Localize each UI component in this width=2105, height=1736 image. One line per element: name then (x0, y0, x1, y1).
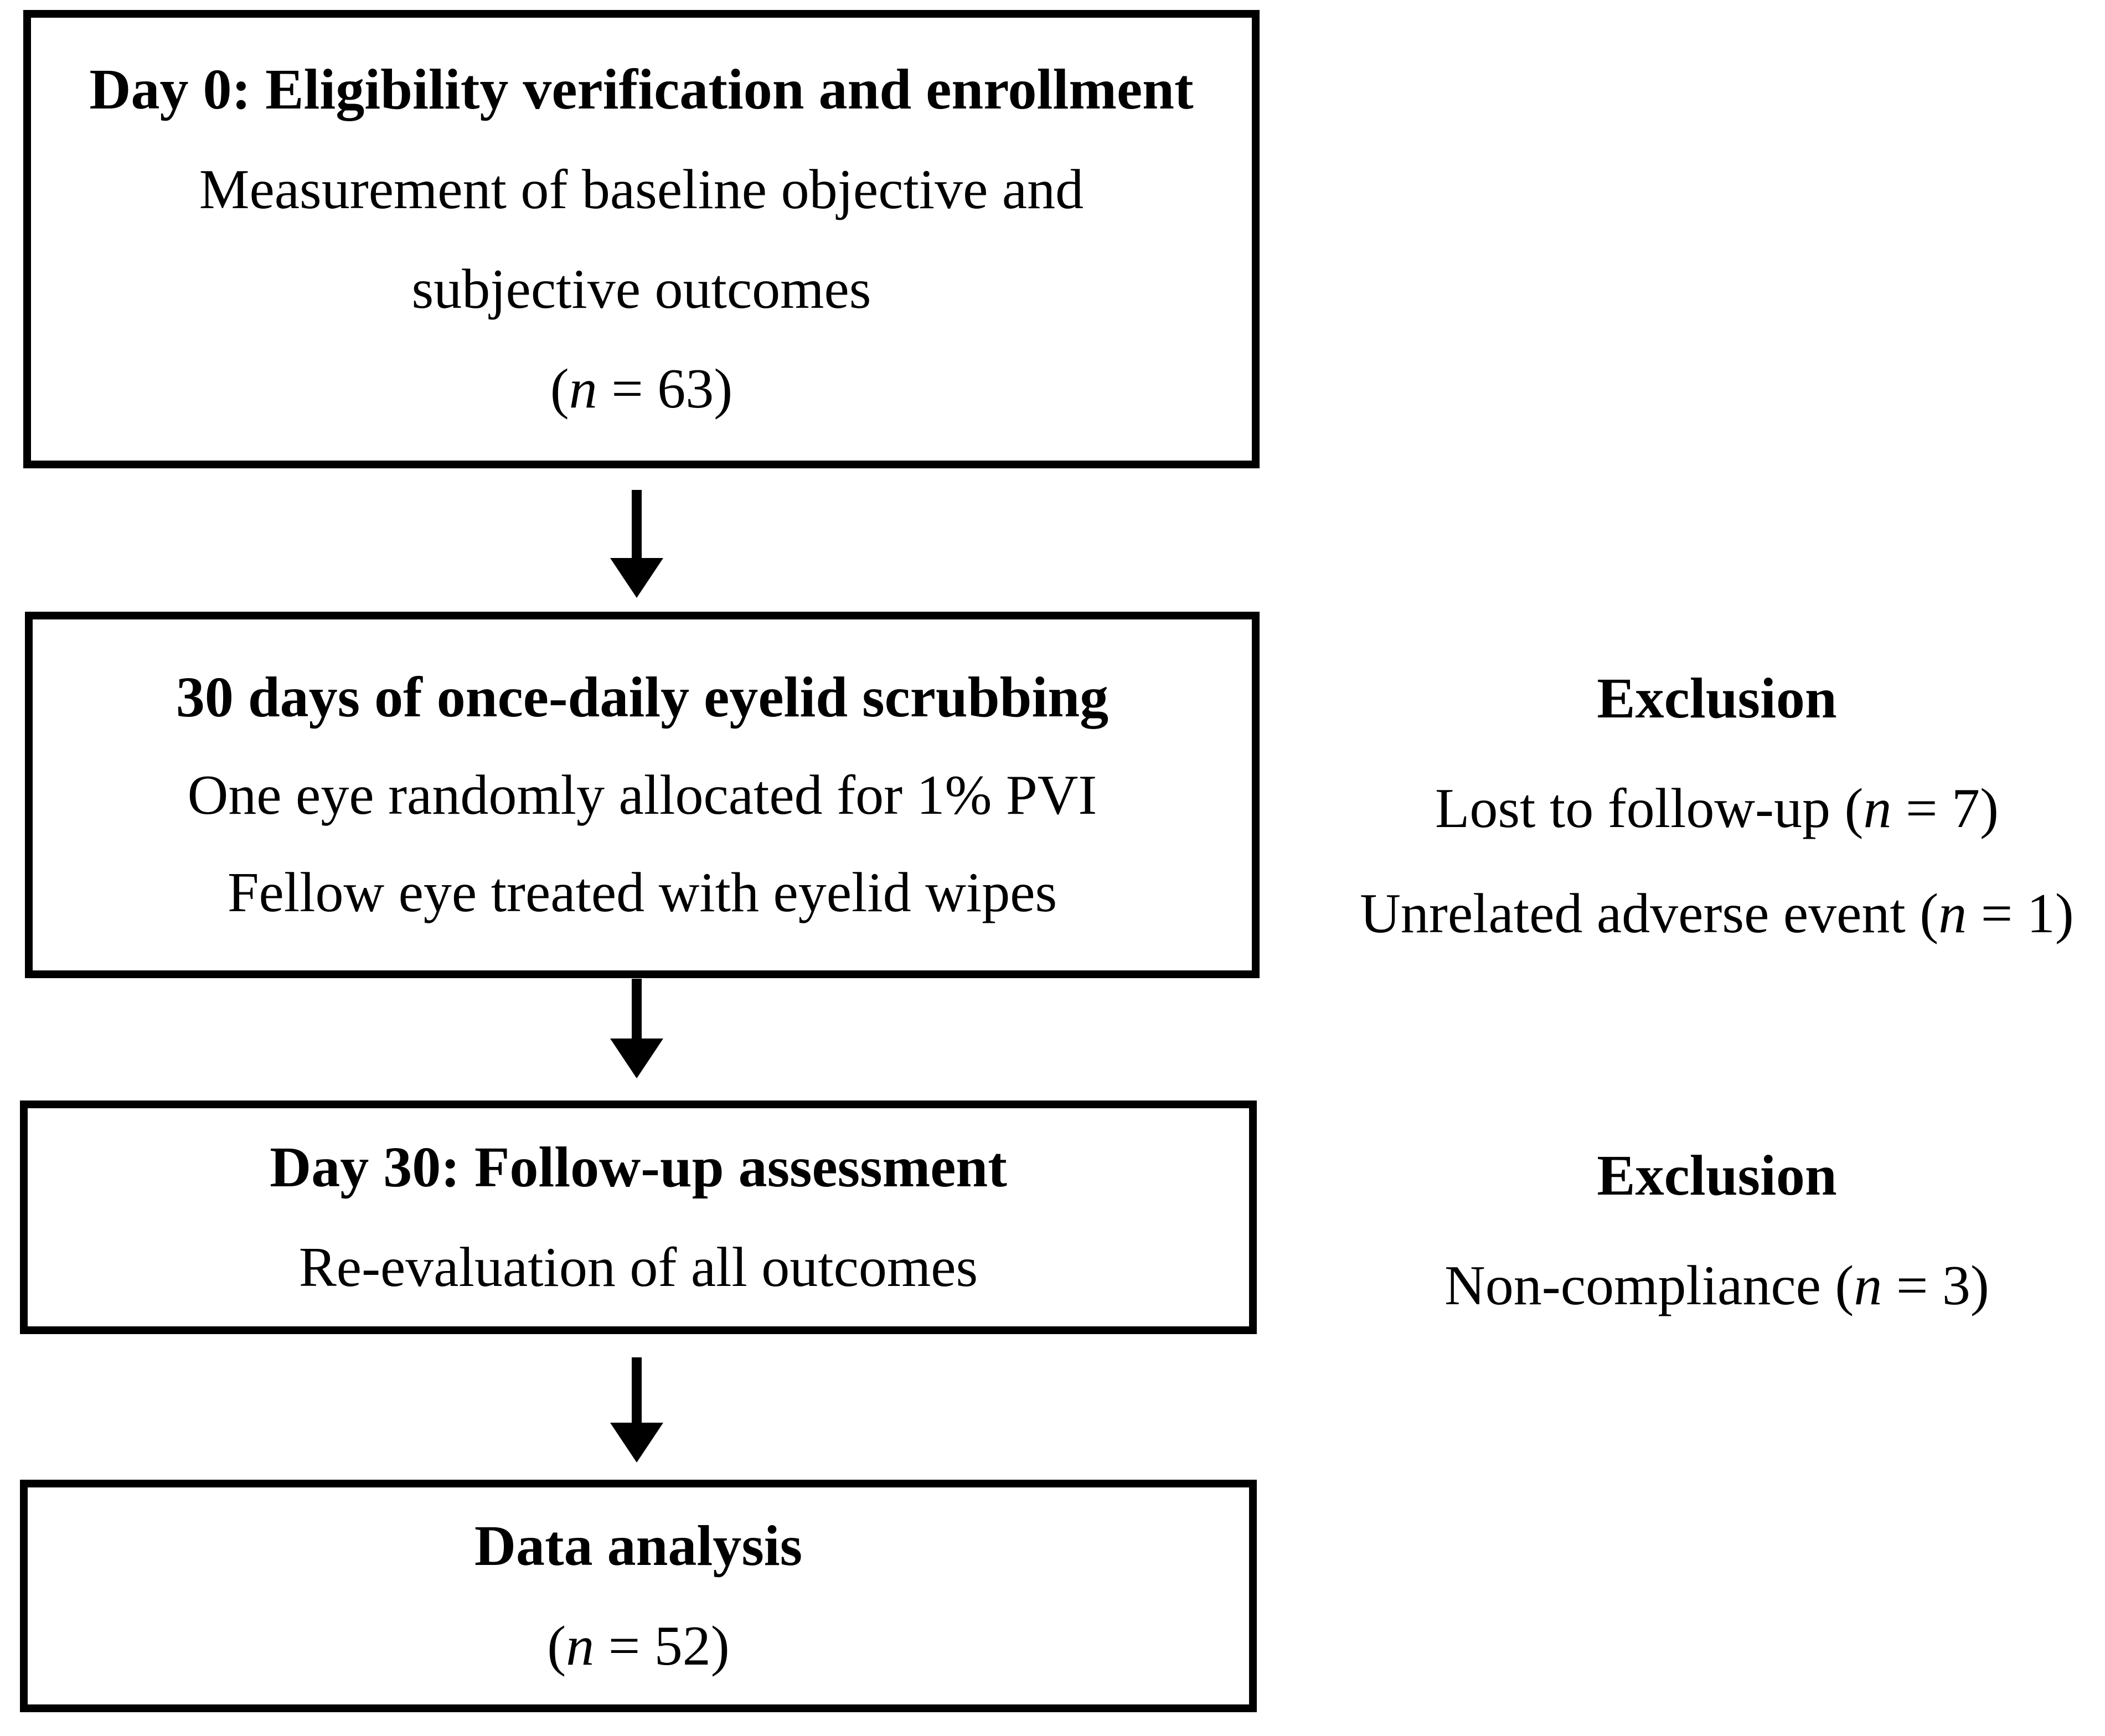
analysis-count-n-symbol: n (566, 1615, 595, 1677)
enrollment-count-n-symbol: n (569, 358, 597, 420)
exclusion-first-reason-2-n-symbol: n (1938, 882, 1967, 945)
flow-box-intervention: 30 days of once-daily eyelid scrubbing O… (25, 612, 1260, 978)
exclusion-second-reason-1-label: Non-compliance ( (1444, 1254, 1854, 1317)
exclusion-second-title: Exclusion (1597, 1144, 1837, 1207)
arrow-2-head (610, 1038, 663, 1078)
exclusion-second-reason-1-count: = 3) (1882, 1254, 1989, 1317)
intervention-line-3: Fellow eye treated with eyelid wipes (227, 861, 1057, 924)
analysis-count-open: ( (547, 1615, 566, 1677)
enrollment-count-open: ( (550, 358, 569, 420)
enrollment-title: Day 0: Eligibility verification and enro… (89, 58, 1194, 121)
exclusion-second-reason-1: Non-compliance (n = 3) (1329, 1258, 2105, 1314)
exclusion-first-reason-1-n-symbol: n (1863, 777, 1892, 840)
flow-box-analysis: Data analysis (n = 52) (20, 1480, 1257, 1712)
analysis-count: (n = 52) (44, 1618, 1232, 1675)
intervention-title: 30 days of once-daily eyelid scrubbing (176, 665, 1109, 729)
exclusion-first-reason-2-count: = 1) (1967, 882, 2074, 945)
enrollment-line-3: subjective outcomes (411, 258, 871, 321)
followup-title: Day 30: Follow-up assessment (270, 1135, 1007, 1199)
analysis-count-value: = 52) (594, 1615, 730, 1677)
arrow-1-head (610, 558, 663, 598)
flow-box-followup: Day 30: Follow-up assessment Re-evaluati… (20, 1100, 1257, 1334)
exclusion-first-reason-2: Unrelated adverse event (n = 1) (1329, 886, 2105, 942)
analysis-title: Data analysis (474, 1514, 803, 1578)
enrollment-count: (n = 63) (48, 361, 1235, 417)
exclusion-block-first: Exclusion Lost to follow-up (n = 7) Unre… (1329, 670, 2105, 942)
exclusion-first-reason-1: Lost to follow-up (n = 7) (1329, 781, 2105, 837)
exclusion-first-reason-2-label: Unrelated adverse event ( (1360, 882, 1939, 945)
arrow-1-shaft (632, 490, 642, 561)
arrow-3-head (610, 1423, 663, 1463)
arrow-enrollment-to-intervention (610, 490, 663, 598)
exclusion-second-reason-1-n-symbol: n (1854, 1254, 1882, 1317)
exclusion-first-reason-1-label: Lost to follow-up ( (1435, 777, 1864, 840)
intervention-line-2: One eye randomly allocated for 1% PVI (187, 764, 1097, 826)
exclusion-first-title: Exclusion (1597, 666, 1837, 730)
arrow-3-shaft (632, 1357, 642, 1426)
exclusion-block-second: Exclusion Non-compliance (n = 3) (1329, 1147, 2105, 1314)
enrollment-line-2: Measurement of baseline objective and (199, 158, 1084, 221)
flow-box-enrollment: Day 0: Eligibility verification and enro… (23, 10, 1260, 468)
arrow-intervention-to-followup (610, 979, 663, 1078)
arrow-2-shaft (632, 979, 642, 1042)
exclusion-first-reason-1-count: = 7) (1891, 777, 1999, 840)
arrow-followup-to-analysis (610, 1357, 663, 1463)
followup-line-2: Re-evaluation of all outcomes (298, 1236, 978, 1299)
enrollment-count-value: = 63) (597, 358, 733, 420)
